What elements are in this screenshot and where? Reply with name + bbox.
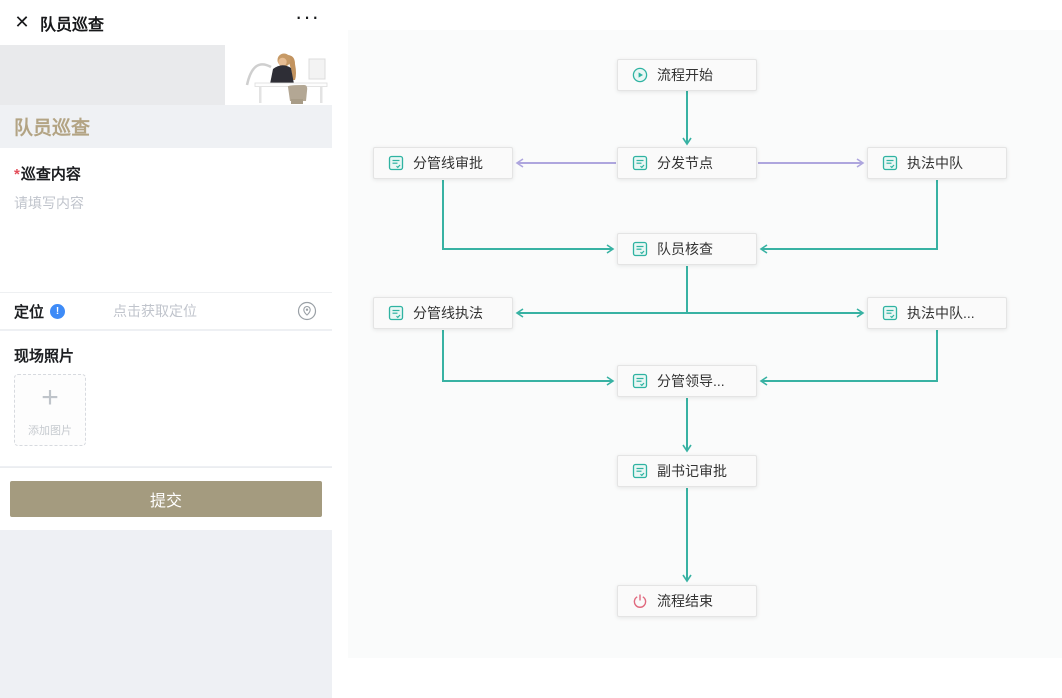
- form-icon: [632, 373, 648, 389]
- flow-node-squadron-more[interactable]: 执法中队...: [867, 297, 1007, 329]
- required-mark: *: [14, 166, 20, 183]
- flow-node-label: 流程开始: [657, 67, 713, 83]
- add-photo-label: 添加图片: [28, 425, 72, 437]
- flowchart-canvas: [348, 30, 1062, 658]
- flow-node-label: 流程结束: [657, 593, 713, 609]
- location-input[interactable]: 点击获取定位: [113, 303, 197, 319]
- close-icon[interactable]: ✕: [14, 12, 30, 32]
- location-row[interactable]: 定位 ! 点击获取定位: [0, 292, 332, 330]
- mini-program-topbar: ✕ 队员巡查 ···: [0, 0, 332, 45]
- form-icon: [882, 155, 898, 171]
- patrol-content-label: *巡查内容: [14, 166, 81, 183]
- flow-node-squadron[interactable]: 执法中队: [867, 147, 1007, 179]
- form-title-strip: 队员巡查: [0, 105, 332, 148]
- flow-node-label: 执法中队: [907, 155, 963, 171]
- header-banner: [0, 45, 332, 105]
- photos-label: 现场照片: [14, 348, 75, 365]
- flow-node-label: 分管线执法: [413, 305, 483, 321]
- location-label: 定位: [14, 303, 45, 321]
- flow-node-member-check[interactable]: 队员核查: [617, 233, 757, 265]
- flow-node-label: 分管线审批: [413, 155, 483, 171]
- photos-section: 现场照片 + 添加图片: [0, 331, 332, 466]
- form-icon: [388, 305, 404, 321]
- mobile-form-panel: ✕ 队员巡查 ···: [0, 0, 332, 698]
- patrol-content-input[interactable]: 请填写内容: [14, 195, 84, 211]
- flow-node-start[interactable]: 流程开始: [617, 59, 757, 91]
- more-menu-icon[interactable]: ···: [295, 4, 320, 29]
- header-photo: [225, 45, 332, 105]
- desk-person-illustration: [245, 53, 328, 104]
- form-title: 队员巡查: [14, 118, 91, 139]
- add-photo-button[interactable]: + 添加图片: [14, 374, 86, 446]
- page-title: 队员巡查: [40, 16, 105, 34]
- flow-node-leader[interactable]: 分管领导...: [617, 365, 757, 397]
- flow-node-line-approval[interactable]: 分管线审批: [373, 147, 513, 179]
- form-icon: [388, 155, 404, 171]
- form-icon: [882, 305, 898, 321]
- plus-icon: +: [41, 381, 59, 414]
- flow-node-line-enforce[interactable]: 分管线执法: [373, 297, 513, 329]
- submit-button[interactable]: 提交: [10, 481, 322, 517]
- flow-node-dispatch[interactable]: 分发节点: [617, 147, 757, 179]
- location-pin-icon[interactable]: [296, 300, 318, 322]
- flow-node-label: 执法中队...: [907, 305, 975, 321]
- flow-node-label: 队员核查: [657, 241, 713, 257]
- info-icon[interactable]: !: [50, 303, 66, 319]
- form-icon: [632, 155, 648, 171]
- flow-node-label: 副书记审批: [657, 463, 727, 479]
- flow-node-label: 分管领导...: [657, 373, 725, 389]
- flow-node-label: 分发节点: [657, 155, 713, 171]
- play-icon: [632, 67, 648, 83]
- form-icon: [632, 463, 648, 479]
- patrol-content-section: *巡查内容 请填写内容: [0, 148, 332, 292]
- form-icon: [632, 241, 648, 257]
- power-icon: [632, 593, 648, 609]
- flow-node-end[interactable]: 流程结束: [617, 585, 757, 617]
- submit-section: 提交: [0, 467, 332, 530]
- flow-node-deputy-approval[interactable]: 副书记审批: [617, 455, 757, 487]
